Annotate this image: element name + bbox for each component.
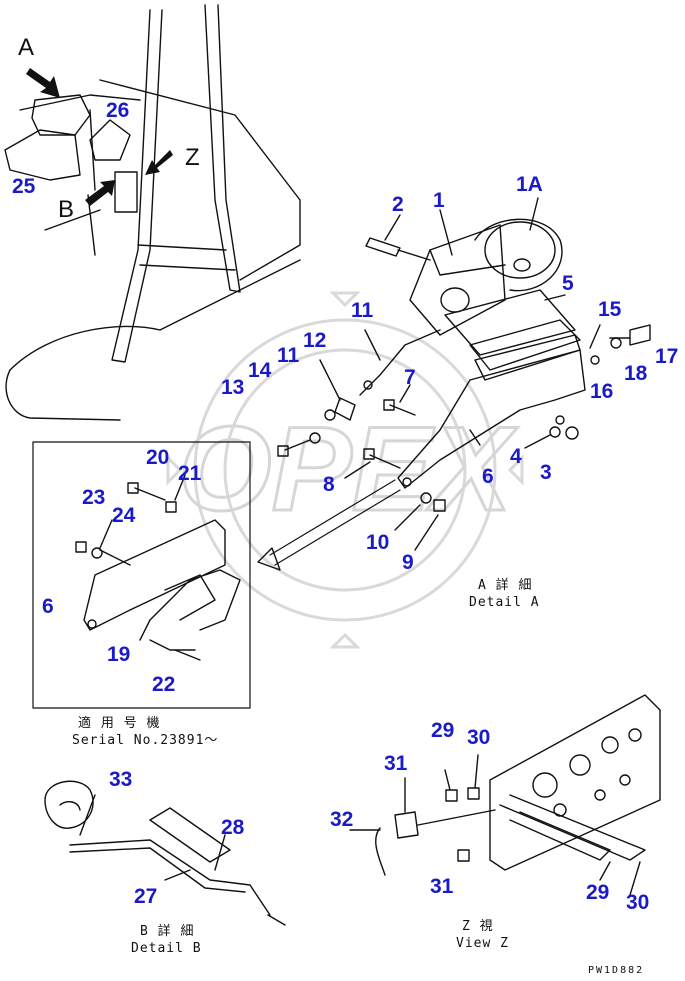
caption-detail-a-en: Detail A: [469, 595, 540, 610]
callout-10: 10: [366, 531, 390, 554]
callout-11-lower: 11: [277, 344, 300, 367]
callout-30-upper: 30: [467, 726, 491, 749]
detail-a-drawing: [257, 197, 651, 571]
caption-detail-a-jp: A 詳 細: [478, 578, 533, 593]
view-z-drawing: [349, 694, 661, 896]
callout-8: 8: [323, 473, 335, 496]
callout-31-lower: 31: [430, 875, 454, 898]
view-label-z: Z: [185, 144, 200, 171]
callout-9: 9: [402, 551, 414, 574]
callout-3: 3: [540, 461, 552, 484]
callout-24: 24: [112, 504, 136, 527]
callout-11-upper: 11: [351, 299, 374, 322]
callout-33: 33: [109, 768, 133, 791]
callout-14: 14: [248, 359, 272, 382]
view-arrow-a: [26, 68, 60, 98]
drawing-code: PW1D882: [588, 965, 645, 976]
callout-25: 25: [12, 175, 36, 198]
caption-detail-b-en: Detail B: [131, 941, 202, 956]
callout-30-lower: 30: [626, 891, 650, 914]
callout-28: 28: [221, 816, 245, 839]
view-label-a: A: [18, 34, 35, 61]
callout-15: 15: [598, 298, 622, 321]
callout-17: 17: [655, 345, 679, 368]
callout-19: 19: [107, 643, 131, 666]
callout-16: 16: [590, 380, 614, 403]
callout-21: 21: [178, 462, 202, 485]
watermark-gear: [166, 291, 524, 649]
callout-1a: 1A: [516, 173, 543, 196]
callout-6-inset: 6: [42, 595, 54, 618]
detail-b-drawing: [44, 780, 286, 926]
callout-12: 12: [303, 329, 327, 352]
caption-view-z-jp: Z 視: [462, 919, 494, 934]
callout-6-detail-a: 6: [482, 465, 494, 488]
callout-18: 18: [624, 362, 648, 385]
callout-13: 13: [221, 376, 245, 399]
callout-32: 32: [330, 808, 354, 831]
caption-serial-en: Serial No.23891～: [72, 733, 219, 748]
callout-5: 5: [562, 272, 574, 295]
serial-inset-frame: [32, 441, 251, 709]
view-arrow-b: [85, 180, 115, 206]
view-label-b: B: [58, 196, 75, 223]
callout-23: 23: [82, 486, 106, 509]
callout-20: 20: [146, 446, 170, 469]
inset-drawing: [75, 474, 241, 661]
callout-4: 4: [510, 445, 522, 468]
callout-22: 22: [152, 673, 176, 696]
view-arrow-z: [145, 150, 173, 175]
machine-overview: [4, 4, 301, 421]
caption-detail-b-jp: B 詳 細: [140, 924, 195, 939]
callout-26: 26: [106, 99, 130, 122]
watermark-text: OPEX: [178, 402, 518, 536]
callout-29-lower: 29: [586, 881, 610, 904]
callout-2: 2: [392, 193, 404, 216]
callout-7: 7: [404, 366, 416, 389]
callout-27: 27: [134, 885, 158, 908]
callout-1: 1: [433, 189, 445, 212]
callout-29-upper: 29: [431, 719, 455, 742]
caption-view-z-en: View Z: [456, 936, 509, 951]
caption-serial-jp: 適 用 号 機: [78, 716, 161, 731]
callout-31-upper: 31: [384, 752, 408, 775]
